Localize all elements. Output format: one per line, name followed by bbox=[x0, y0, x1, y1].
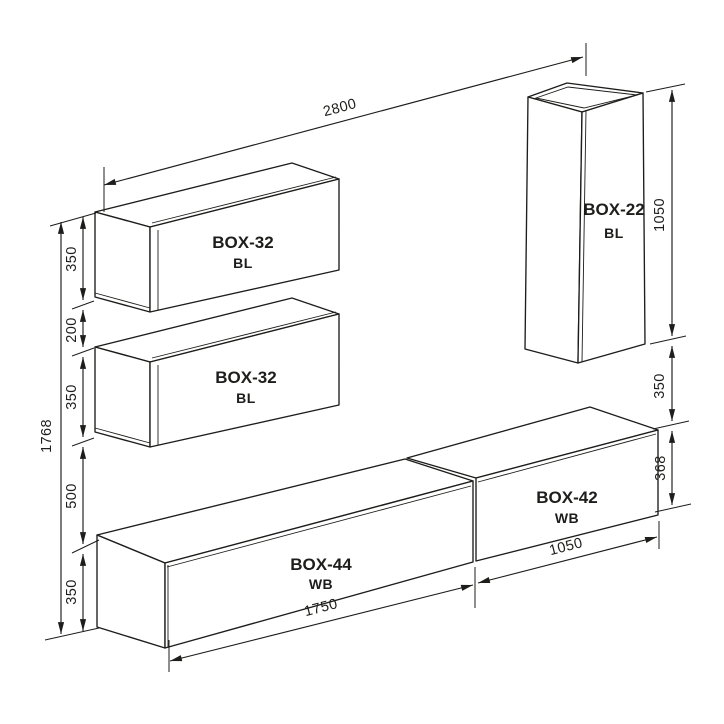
box-44-bench: BOX-44 WB bbox=[96, 458, 474, 649]
dimension-value-gap-box32-to-bench: 500 bbox=[64, 483, 80, 508]
box-22-panel-edge bbox=[581, 110, 587, 363]
box-32-upper-finish-label: BL bbox=[233, 255, 253, 271]
box-32-lower-bottom-edge bbox=[94, 427, 151, 444]
box-22-finish-label: BL bbox=[604, 225, 624, 241]
ext-line bbox=[652, 420, 690, 430]
box-32-upper-cabinet: BOX-32 BL bbox=[94, 162, 340, 313]
dimension-value-overall-width: 2800 bbox=[322, 96, 359, 120]
box-22-label: BOX-22 bbox=[583, 200, 644, 219]
box-42-front-face bbox=[475, 429, 659, 562]
box-44-finish-label: WB bbox=[309, 576, 333, 592]
box-32-lower-finish-label: BL bbox=[236, 390, 256, 406]
tick-line bbox=[71, 539, 100, 554]
dimension-value-box32-upper-height: 350 bbox=[64, 246, 80, 271]
tick-line bbox=[71, 300, 95, 310]
box-32-upper-label: BOX-32 bbox=[212, 233, 273, 252]
dimension-line-1050-bottom bbox=[477, 536, 658, 584]
box-44-label: BOX-44 bbox=[290, 555, 352, 574]
box-32-lower-front-face bbox=[149, 313, 340, 448]
dimension-value-box32-lower-height: 350 bbox=[64, 384, 80, 409]
box-22-left-face bbox=[524, 96, 583, 364]
ext-line bbox=[49, 212, 97, 227]
dimension-overall-width: 2800 bbox=[103, 43, 587, 212]
box-42-bench: BOX-42 WB bbox=[406, 406, 659, 562]
dimension-value-gap-box22-to-bench: 350 bbox=[652, 373, 668, 398]
box-32-upper-left-face bbox=[94, 211, 151, 313]
ext-line bbox=[44, 627, 100, 641]
box-32-upper-bottom-edge bbox=[94, 292, 151, 309]
box-42-label: BOX-42 bbox=[536, 488, 597, 507]
box-32-lower-top-edge bbox=[151, 311, 337, 359]
box-42-finish-label: WB bbox=[555, 510, 579, 526]
box-32-lower-left-face bbox=[94, 346, 151, 448]
box-32-lower-label: BOX-32 bbox=[215, 368, 276, 387]
box-32-upper-front-face bbox=[149, 178, 340, 313]
tick-line bbox=[71, 347, 95, 357]
box-22-cabinet: BOX-22 BL bbox=[524, 82, 646, 364]
dimension-line-1750 bbox=[169, 584, 474, 662]
box-42-top-edge bbox=[477, 433, 657, 483]
box-22-front-face bbox=[577, 92, 646, 364]
dimension-value-box22-height: 1050 bbox=[652, 198, 668, 232]
dimension-overall-height: 1768 bbox=[39, 221, 65, 635]
ext-line bbox=[654, 503, 692, 513]
tick-line bbox=[71, 437, 95, 447]
dimension-left-chain: 350 200 350 500 350 bbox=[44, 212, 100, 641]
dimension-value-gap-between-box32: 200 bbox=[64, 317, 80, 342]
dimension-value-overall-height: 1768 bbox=[39, 419, 55, 453]
ext-line bbox=[645, 83, 686, 93]
box-44-top-edge bbox=[166, 485, 472, 568]
dimension-value-bench-left-height: 350 bbox=[64, 579, 80, 604]
dimension-line-2800 bbox=[103, 56, 584, 186]
dimension-right-chain: 1050 350 368 bbox=[645, 83, 692, 513]
dimension-value-bench-height: 368 bbox=[653, 455, 669, 480]
ext-line bbox=[649, 335, 687, 345]
box-32-lower-cabinet: BOX-32 BL bbox=[94, 297, 340, 448]
